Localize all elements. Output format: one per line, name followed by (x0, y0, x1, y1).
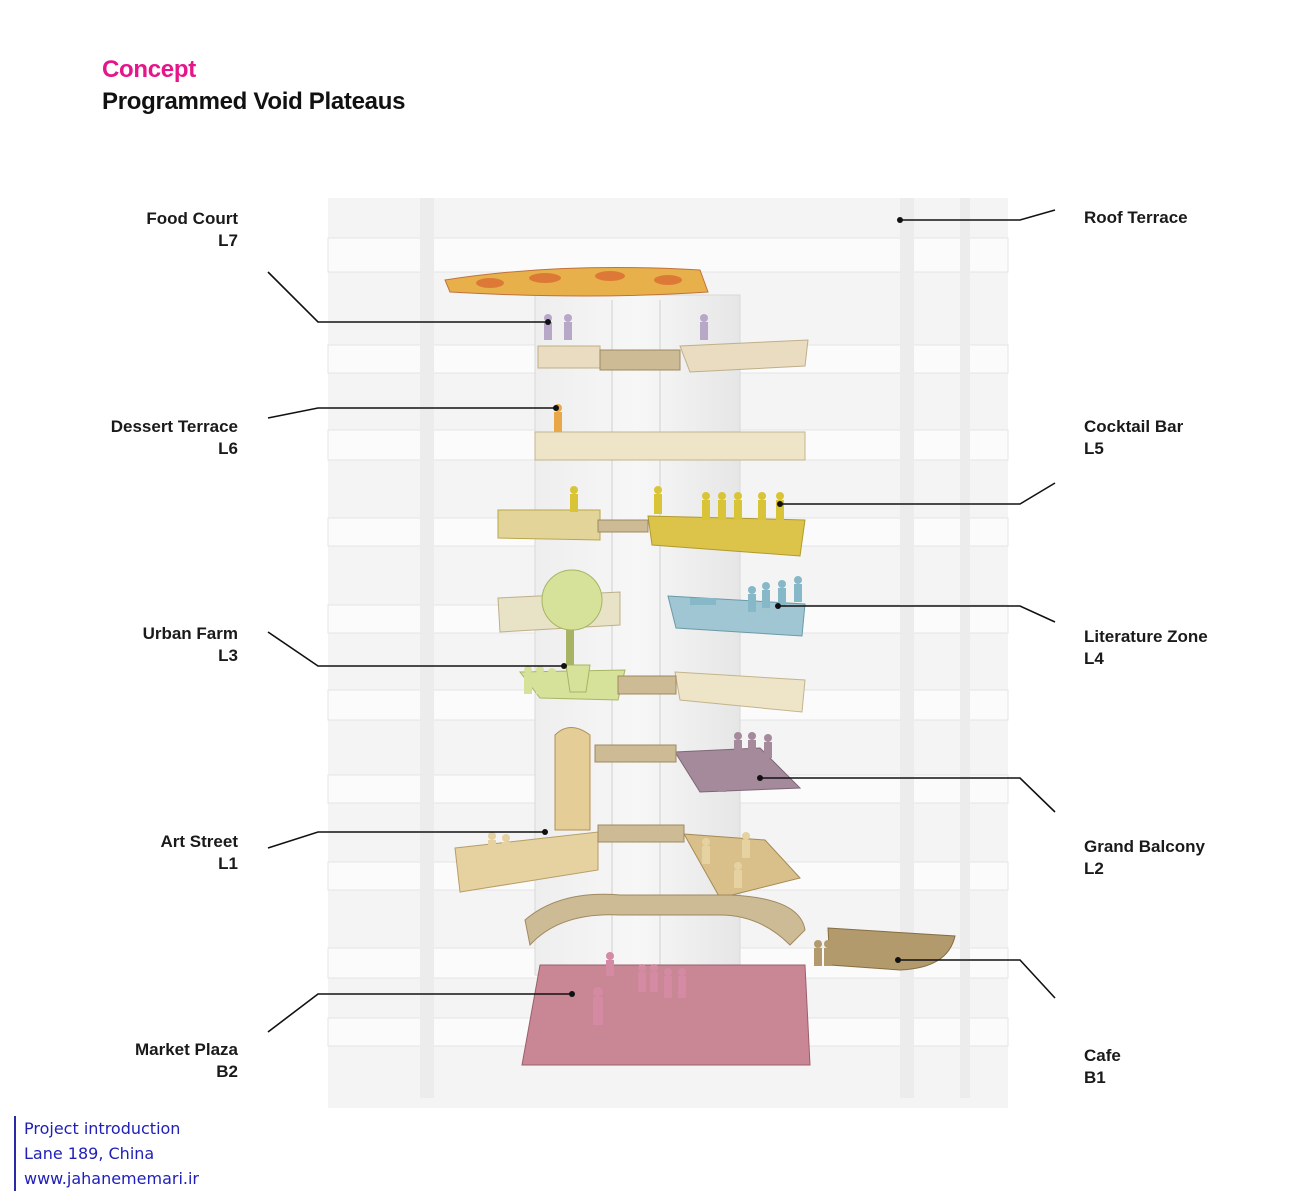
leader-roof-terrace (900, 209, 1056, 221)
plateau-art-street (454, 727, 801, 899)
food-court-canopy (444, 267, 709, 297)
label-dessert-terrace: Dessert Terrace L6 (0, 416, 238, 460)
label-art-street-level: L1 (218, 854, 238, 873)
label-literature-zone-level: L4 (1084, 649, 1104, 668)
people-silhouettes (488, 314, 832, 1025)
credit-project-introduction: Project introduction (24, 1119, 181, 1138)
label-literature-zone: Literature Zone L4 (1084, 626, 1284, 670)
leader-literature-zone (778, 605, 1056, 623)
label-food-court-level: L7 (218, 231, 238, 250)
label-cocktail-bar-name: Cocktail Bar (1084, 417, 1184, 436)
label-urban-farm-name: Urban Farm (142, 624, 238, 643)
label-roof-terrace-name: Roof Terrace (1084, 208, 1188, 227)
label-cocktail-bar-level: L5 (1084, 439, 1104, 458)
label-market-plaza: Market Plaza B2 (0, 1039, 238, 1083)
label-food-court: Food Court L7 (0, 208, 238, 252)
label-cafe-name: Cafe (1084, 1046, 1121, 1065)
leader-dots (542, 217, 903, 997)
leader-urban-farm (267, 631, 564, 667)
credit-website-link[interactable]: www.jahanememari.ir (24, 1169, 200, 1188)
label-market-plaza-level: B2 (216, 1062, 238, 1081)
label-grand-balcony-level: L2 (1084, 859, 1104, 878)
concept-heading: Concept (102, 56, 196, 83)
leader-grand-balcony (760, 777, 1056, 813)
label-roof-terrace: Roof Terrace (1084, 207, 1284, 229)
label-cocktail-bar: Cocktail Bar L5 (1084, 416, 1284, 460)
tree-icon (541, 569, 603, 693)
label-cafe: Cafe B1 (1084, 1045, 1284, 1089)
leader-dessert-terrace (267, 407, 556, 419)
label-urban-farm-level: L3 (218, 646, 238, 665)
leader-market-plaza (267, 993, 572, 1033)
leader-cafe (898, 959, 1056, 999)
diagram-title: Programmed Void Plateaus (102, 88, 406, 115)
plateau-connector (524, 349, 806, 947)
label-grand-balcony-name: Grand Balcony (1084, 837, 1205, 856)
label-dessert-terrace-level: L6 (218, 439, 238, 458)
label-cafe-level: B1 (1084, 1068, 1106, 1087)
label-urban-farm: Urban Farm L3 (0, 623, 238, 667)
plateau-grand-balcony (674, 747, 802, 793)
plateau-dessert-terrace (534, 431, 806, 461)
plateau-food-court (537, 339, 809, 373)
label-literature-zone-name: Literature Zone (1084, 627, 1208, 646)
leader-food-court (267, 271, 548, 323)
leader-lines (267, 209, 1056, 1033)
label-food-court-name: Food Court (146, 209, 238, 228)
label-market-plaza-name: Market Plaza (135, 1040, 238, 1059)
credits-block: Project introduction Lane 189, China www… (14, 1116, 199, 1191)
leader-cocktail-bar (780, 482, 1056, 505)
leader-art-street (267, 831, 545, 849)
credit-location: Lane 189, China (24, 1144, 155, 1163)
label-art-street-name: Art Street (160, 832, 238, 851)
plateau-cocktail-bar (497, 509, 806, 557)
label-dessert-terrace-name: Dessert Terrace (110, 417, 238, 436)
label-art-street: Art Street L1 (0, 831, 238, 875)
label-grand-balcony: Grand Balcony L2 (1084, 836, 1284, 880)
